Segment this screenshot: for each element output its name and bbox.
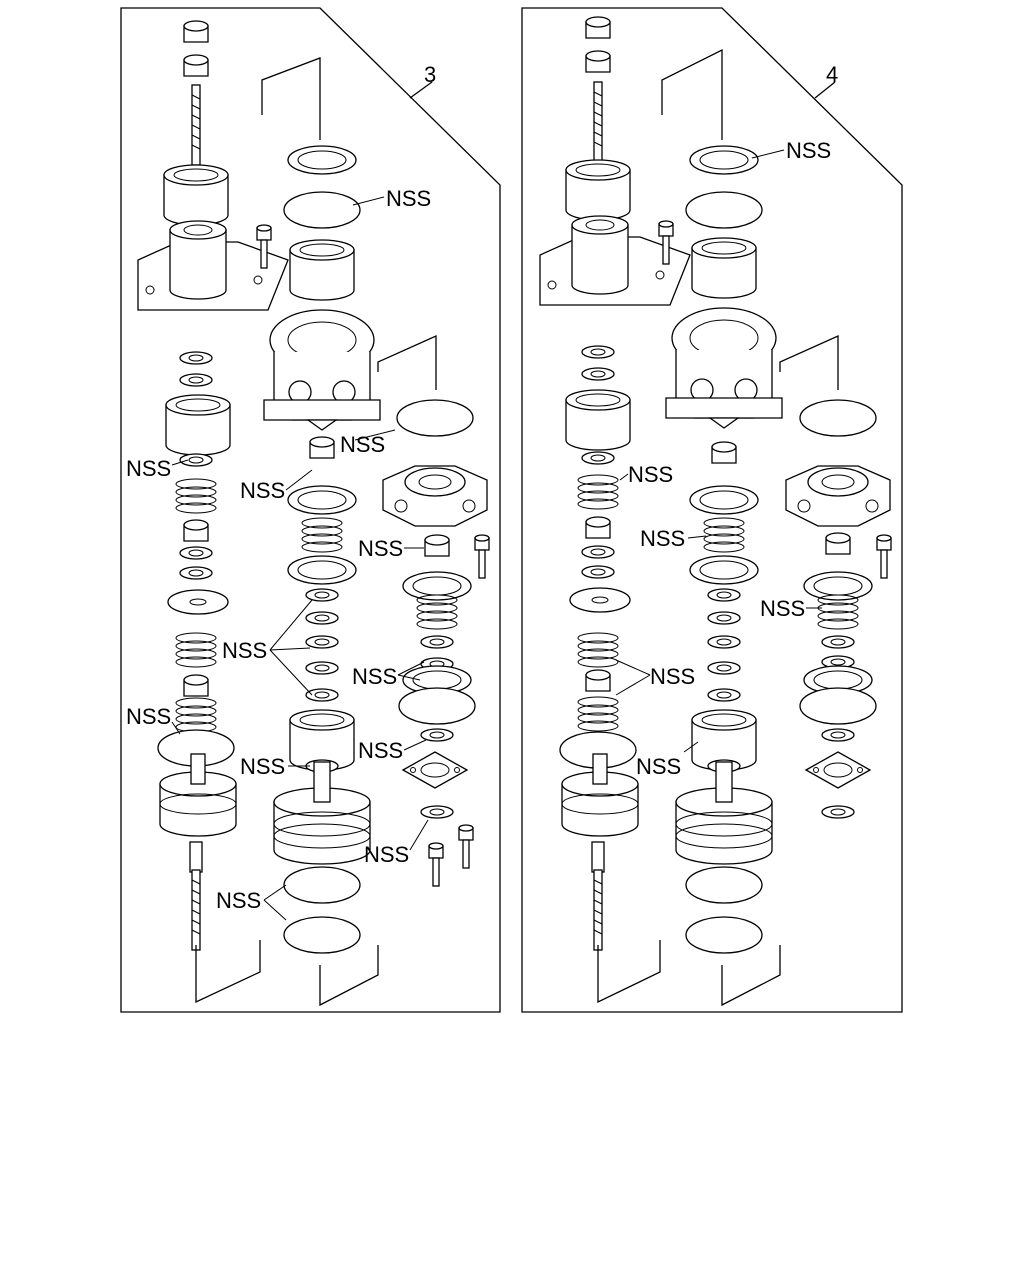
callout-nss-10: NSS	[240, 754, 285, 779]
callout-nss-18: NSS	[636, 754, 681, 779]
panel-4-number: 4	[826, 62, 838, 87]
callout-nss-15: NSS	[640, 526, 685, 551]
callout-nss-3: NSS	[126, 456, 171, 481]
callout-nss-14: NSS	[628, 462, 673, 487]
callout-nss-12: NSS	[216, 888, 261, 913]
panel-3-number: 3	[424, 62, 436, 87]
callout-nss-16: NSS	[760, 596, 805, 621]
callout-nss-11: NSS	[364, 842, 409, 867]
callout-nss-7: NSS	[352, 664, 397, 689]
callout-nss-8: NSS	[126, 704, 171, 729]
callout-nss-5: NSS	[358, 536, 403, 561]
callout-nss-1: NSS	[386, 186, 431, 211]
callout-nss-2: NSS	[340, 432, 385, 457]
callout-nss-4: NSS	[240, 478, 285, 503]
callout-nss-17: NSS	[650, 664, 695, 689]
panel-4-callouts: NSS NSS NSS NSS NSS NSS	[615, 138, 831, 779]
callout-nss-9: NSS	[358, 738, 403, 763]
panel-3-callouts: NSS NSS NSS NSS NSS NSS NSS NSS NSS NSS …	[126, 186, 431, 921]
callout-nss-13: NSS	[786, 138, 831, 163]
panel-3: 3	[120, 7, 501, 1013]
panel-4: 4	[521, 7, 903, 1013]
callout-nss-6: NSS	[222, 638, 267, 663]
